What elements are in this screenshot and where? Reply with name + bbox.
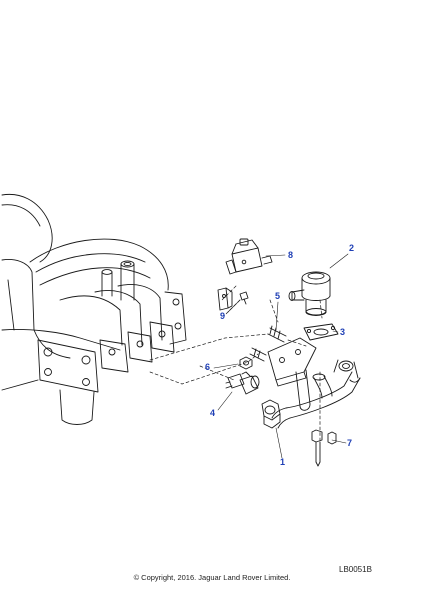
callout-4: 4 [210, 408, 215, 418]
copyright-notice: © Copyright, 2016. Jaguar Land Rover Lim… [133, 573, 291, 582]
air-valve [288, 271, 331, 316]
nut [239, 356, 253, 370]
gasket [303, 323, 339, 341]
mounting-bracket [217, 287, 249, 311]
callout-1: 1 [280, 457, 285, 467]
callout-5: 5 [275, 291, 280, 301]
callout-7: 7 [347, 438, 352, 448]
diagram-reference: LB0051B [339, 565, 372, 574]
leader-lines [213, 253, 349, 459]
callout-3: 3 [340, 327, 345, 337]
intake-manifold [1, 193, 187, 425]
routing-dashed-lines [149, 285, 323, 441]
studs [249, 325, 287, 362]
solenoid-valve [225, 238, 273, 275]
bolt [311, 429, 337, 467]
callout-6: 6 [205, 362, 210, 372]
callout-2: 2 [349, 243, 354, 253]
hose-connector [225, 371, 260, 395]
callout-labels: 1 2 3 4 5 6 7 8 9 [205, 243, 354, 467]
callout-8: 8 [288, 250, 293, 260]
pipe-assembly [261, 337, 361, 429]
callout-9: 9 [220, 311, 225, 321]
